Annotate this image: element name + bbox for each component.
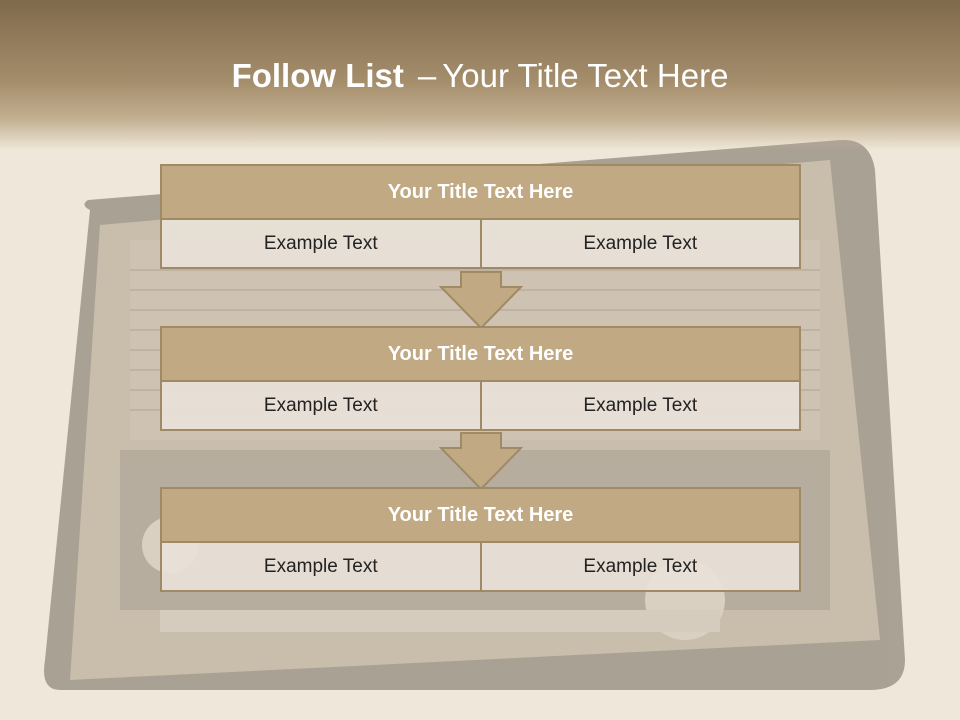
block-row: Example Text Example Text <box>160 543 801 592</box>
list-block-3: Your Title Text Here Example Text Exampl… <box>160 487 801 592</box>
down-arrow-icon <box>439 271 523 329</box>
block-cell-left: Example Text <box>263 232 378 254</box>
block-cell-right: Example Text <box>479 382 800 429</box>
list-block-2: Your Title Text Here Example Text Exampl… <box>160 326 801 431</box>
header-band <box>0 0 960 150</box>
title-dash: – <box>417 57 437 94</box>
block-cell-right: Example Text <box>479 220 800 267</box>
block-row: Example Text Example Text <box>160 220 801 269</box>
slide-title: Follow List–Your Title Text Here <box>0 54 960 98</box>
title-rest: Your Title Text Here <box>442 57 729 94</box>
block-title: Your Title Text Here <box>160 164 801 220</box>
block-cell-left: Example Text <box>263 555 378 577</box>
block-row: Example Text Example Text <box>160 382 801 431</box>
block-title: Your Title Text Here <box>160 487 801 543</box>
list-block-1: Your Title Text Here Example Text Exampl… <box>160 164 801 269</box>
block-cell-right: Example Text <box>479 543 800 590</box>
block-title: Your Title Text Here <box>160 326 801 382</box>
title-bold: Follow List <box>231 57 404 94</box>
block-cell-left: Example Text <box>263 394 378 416</box>
down-arrow-icon <box>439 432 523 490</box>
